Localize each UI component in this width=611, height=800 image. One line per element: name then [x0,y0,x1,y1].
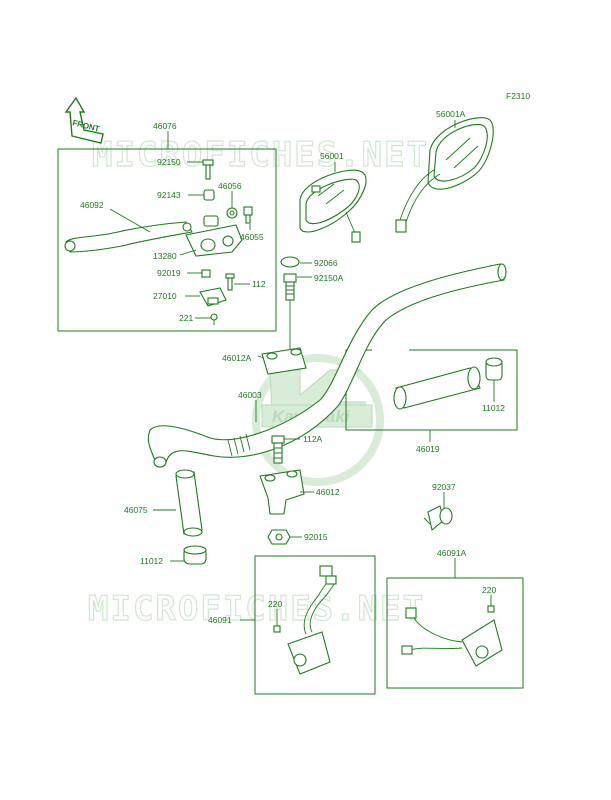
front-arrow-icon: FRONT [64,96,104,144]
bolt-92150A-icon [283,273,297,301]
leader-lines [109,120,495,626]
part-label: 46056 [218,181,242,191]
mirror-56001A-icon [395,117,494,233]
master-cylinder-icon [185,215,243,257]
clamp-46012A-icon [261,347,307,375]
part-label: 220 [482,585,496,595]
part-label: 46012 [316,487,340,497]
part-label: 221 [179,313,193,323]
brake-lever-icon [64,221,193,253]
part-label: 56001 [320,151,344,161]
part-label: 46075 [124,505,148,515]
lever-assembly-box [57,148,277,332]
part-labels: 46076 92150 92143 46056 46092 46055 1328… [80,109,505,625]
cap-11012-left-icon [183,545,207,565]
part-label: 92037 [432,482,456,492]
handlebar-46003-icon [147,263,507,468]
bolt-112-icon [225,273,235,291]
part-label: 92019 [157,268,181,278]
nut-92015-icon [267,529,291,545]
part-label: 46003 [238,390,262,400]
part-label: 46055 [240,232,264,242]
part-label: 11012 [140,556,163,566]
part-label: 46092 [80,200,104,210]
grip-46075-icon [175,469,203,537]
nut-92019-icon [201,269,211,278]
part-label: 46012A [222,353,252,363]
part-label: 92143 [157,190,181,200]
watermark-top: MICROFICHES.NET [92,135,429,175]
part-label: 92066 [314,258,338,268]
washer-46056-icon [226,207,238,219]
part-label: 92150A [314,273,344,283]
washer-92066-icon [280,256,300,268]
clamp-46012-icon [259,469,305,515]
grip-46019-icon [393,366,481,410]
part-label: 11012 [482,403,505,413]
figure-code: F2310 [506,91,530,101]
part-label: 46076 [153,121,177,131]
screw-46055-icon [243,206,253,224]
right-switch-46091A-icon [401,605,503,667]
bolt-112A-icon [271,435,285,464]
clamp-92037-icon [423,505,453,532]
part-label: 220 [268,599,282,609]
part-label: 27010 [153,291,177,301]
left-switch-box [254,555,376,695]
part-label: 92150 [157,157,181,167]
part-label: 46019 [416,444,440,454]
part-label: 13280 [153,251,177,261]
part-label: 56001A [436,109,466,119]
cap-11012-right-icon [485,357,503,381]
part-label: 112 [252,279,266,289]
mirror-56001-icon [299,169,367,243]
collar-92143-icon [203,189,215,201]
part-label: 92015 [304,532,328,542]
bolt-92150-icon [202,159,214,180]
left-switch-46091-icon [273,565,337,675]
screw-221-icon [210,313,218,325]
switch-27010-icon [199,287,227,307]
part-label: 46091A [437,548,467,558]
part-label: 46091 [208,615,232,625]
part-label: 112A [303,434,323,444]
watermark-bottom: MICROFICHES.NET [88,589,425,629]
